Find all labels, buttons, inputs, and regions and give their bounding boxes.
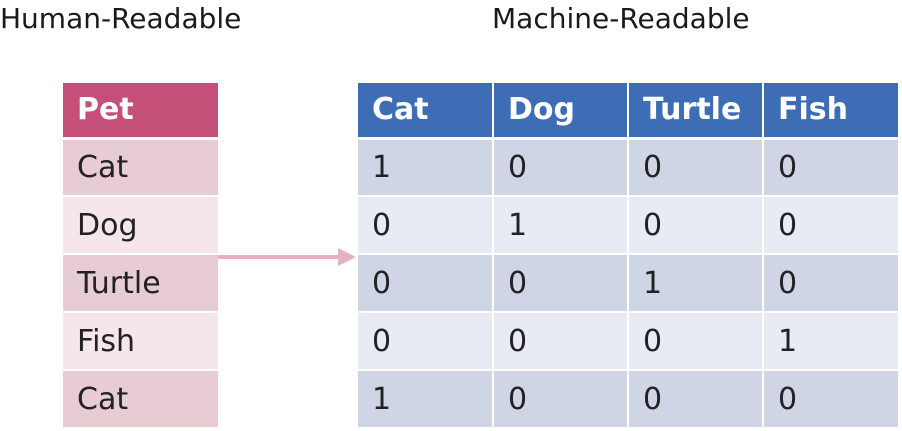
onehot-header-row: Cat Dog Turtle Fish — [358, 83, 898, 140]
onehot-cell: 1 — [493, 196, 629, 255]
onehot-cell: 0 — [763, 138, 898, 197]
pet-cell: Cat — [63, 370, 218, 429]
right-arrow-icon — [218, 248, 356, 266]
table-row: 1 0 0 0 — [358, 370, 898, 429]
table-row: Dog — [63, 196, 218, 255]
table-row: 0 0 1 0 — [358, 254, 898, 313]
pet-header-row: Pet — [63, 83, 218, 140]
onehot-cell: 0 — [493, 370, 629, 429]
pet-column-header: Pet — [63, 83, 218, 140]
onehot-cell: 0 — [493, 312, 629, 371]
onehot-cell: 0 — [763, 370, 898, 429]
onehot-cell: 1 — [358, 370, 494, 429]
pet-cell: Turtle — [63, 254, 218, 313]
onehot-cell: 0 — [628, 312, 764, 371]
onehot-cell: 0 — [358, 196, 494, 255]
onehot-column-header: Turtle — [628, 83, 764, 140]
machine-readable-heading: Machine-Readable — [492, 2, 750, 35]
onehot-cell: 0 — [358, 254, 494, 313]
onehot-cell: 0 — [493, 254, 629, 313]
table-row: Turtle — [63, 254, 218, 313]
onehot-cell: 0 — [628, 138, 764, 197]
onehot-column-header: Cat — [358, 83, 494, 140]
onehot-cell: 0 — [763, 254, 898, 313]
onehot-cell: 0 — [628, 370, 764, 429]
one-hot-table: Cat Dog Turtle Fish 1 0 0 0 0 1 0 0 0 0 … — [358, 83, 898, 429]
table-row: 0 0 0 1 — [358, 312, 898, 371]
pet-cell: Fish — [63, 312, 218, 371]
onehot-cell: 1 — [358, 138, 494, 197]
table-row: 1 0 0 0 — [358, 138, 898, 197]
onehot-column-header: Dog — [493, 83, 629, 140]
pet-cell: Dog — [63, 196, 218, 255]
table-row: 0 1 0 0 — [358, 196, 898, 255]
onehot-cell: 1 — [628, 254, 764, 313]
table-row: Fish — [63, 312, 218, 371]
onehot-cell: 0 — [493, 138, 629, 197]
table-row: Cat — [63, 370, 218, 429]
pet-table: Pet Cat Dog Turtle Fish Cat — [63, 83, 218, 429]
onehot-cell: 0 — [358, 312, 494, 371]
onehot-cell: 0 — [628, 196, 764, 255]
pet-cell: Cat — [63, 138, 218, 197]
human-readable-heading: Human-Readable — [0, 2, 242, 35]
table-row: Cat — [63, 138, 218, 197]
onehot-cell: 0 — [763, 196, 898, 255]
onehot-cell: 1 — [763, 312, 898, 371]
onehot-column-header: Fish — [763, 83, 898, 140]
